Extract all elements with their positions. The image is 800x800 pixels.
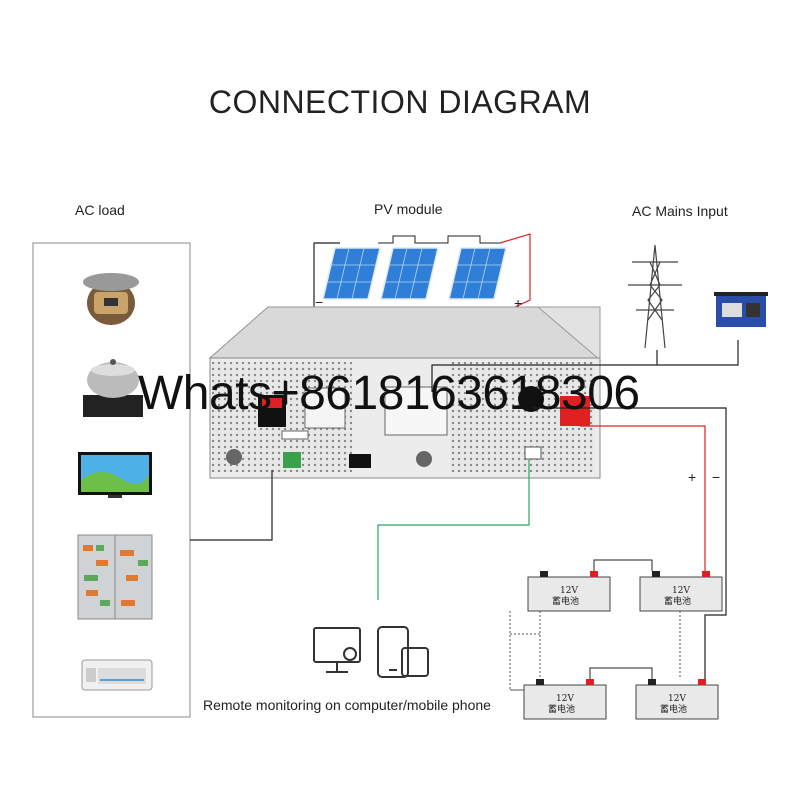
battery-1: 12V 蓄电池: [527, 571, 611, 612]
battery-3: 12V 蓄电池: [523, 679, 607, 720]
computer-icon: [313, 627, 361, 673]
ac-load-label: AC load: [75, 202, 125, 218]
induction-cooker-icon: [83, 359, 143, 417]
battery-name: 蓄电池: [548, 703, 575, 715]
inverter: [208, 306, 602, 479]
ac-load-box: [32, 242, 191, 718]
air-conditioner-icon: [81, 659, 153, 691]
battery-voltage: 12V: [556, 694, 574, 704]
refrigerator-icon: [77, 534, 153, 620]
battery-4: 12V 蓄电池: [635, 679, 719, 720]
battery-negative-label: −: [712, 469, 720, 485]
ac-mains-label: AC Mains Input: [632, 203, 728, 219]
pv-positive-label: +: [514, 295, 522, 311]
battery-2: 12V 蓄电池: [639, 571, 723, 612]
diagram-title: CONNECTION DIAGRAM: [208, 84, 592, 120]
mobile-phone-icon: [377, 626, 429, 678]
battery-voltage: 12V: [560, 586, 578, 596]
battery-voltage: 12V: [668, 694, 686, 704]
transmission-tower-icon: [628, 244, 682, 349]
remote-monitoring-label: Remote monitoring on computer/mobile pho…: [203, 697, 491, 713]
battery-positive-label: +: [688, 469, 696, 485]
battery-bank: 12V 蓄电池 12V 蓄电池 12V 蓄电池 12V 蓄电池: [509, 559, 723, 720]
battery-name: 蓄电池: [552, 595, 579, 607]
pv-module-label: PV module: [374, 201, 443, 217]
battery-name: 蓄电池: [664, 595, 691, 607]
rice-cooker-icon: [83, 273, 139, 325]
watermark-text: Whats+8618163618306: [138, 367, 640, 420]
generator-icon: [714, 292, 768, 327]
battery-name: 蓄电池: [660, 703, 687, 715]
solar-panels: [322, 235, 507, 300]
battery-voltage: 12V: [672, 586, 690, 596]
television-icon: [78, 452, 152, 498]
pv-negative-label: −: [315, 294, 323, 310]
